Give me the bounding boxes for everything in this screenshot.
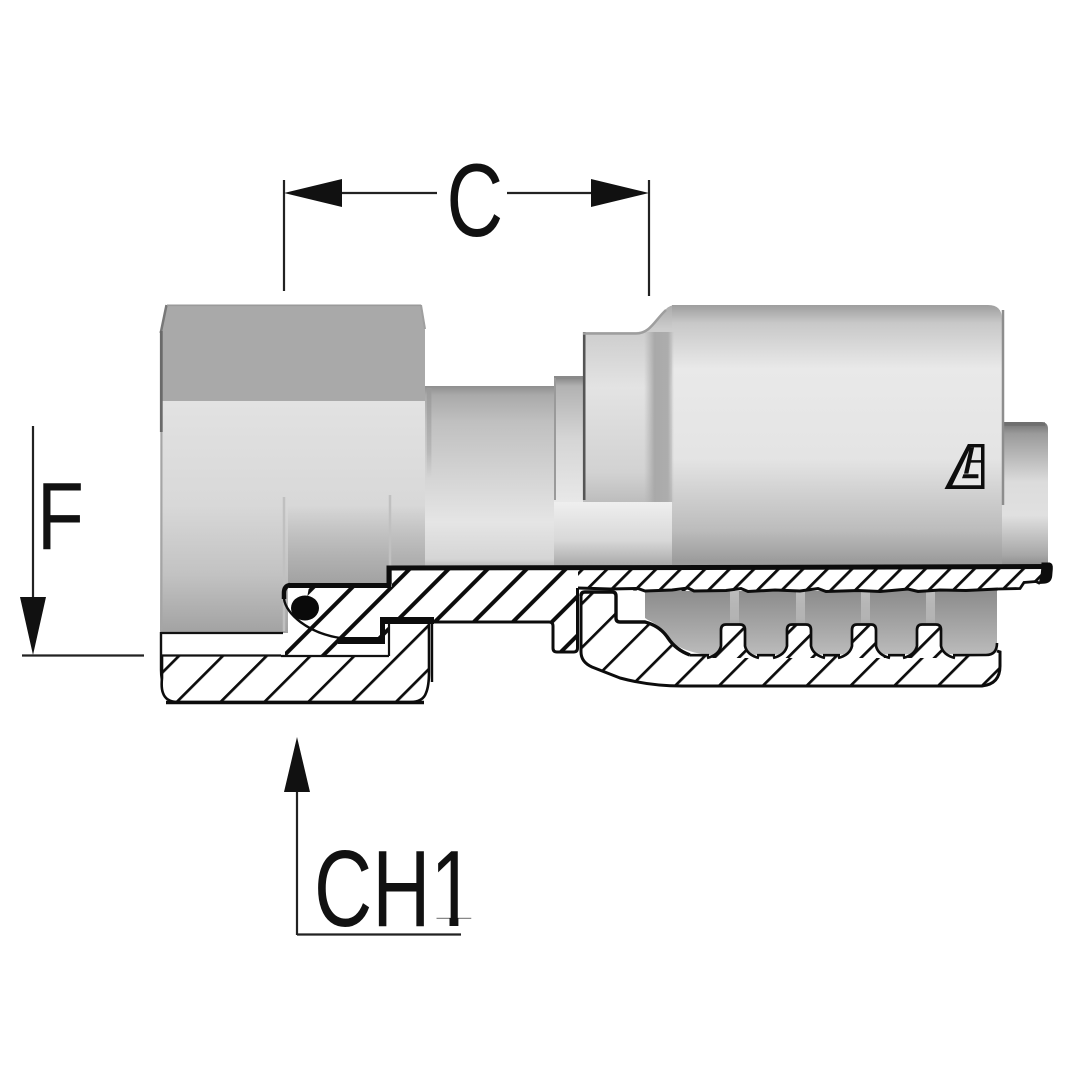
svg-text:CH1: CH1 [314, 828, 475, 949]
svg-text:C: C [447, 142, 504, 258]
svg-text:F: F [37, 463, 84, 570]
